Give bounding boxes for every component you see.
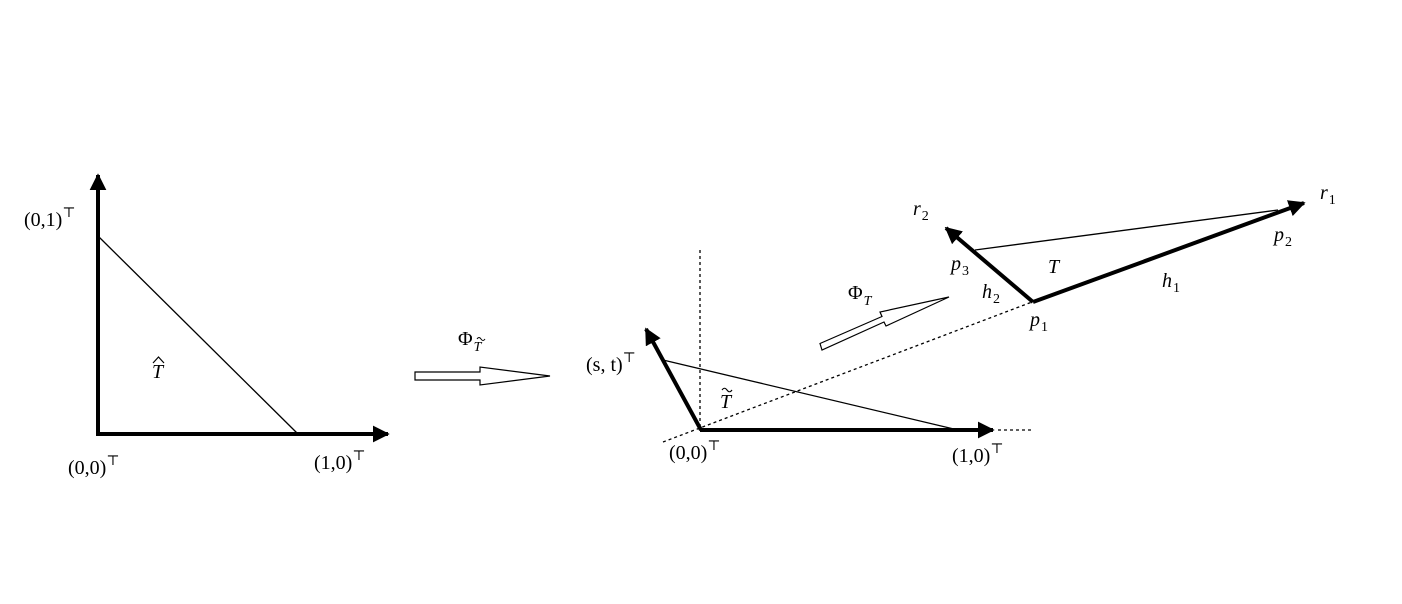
r2-arrow xyxy=(944,226,1035,304)
r1-arrow xyxy=(1032,200,1306,304)
diagonal-dotted-line xyxy=(662,301,1033,443)
svg-text:T: T xyxy=(720,391,733,413)
map1-label: ΦT xyxy=(458,328,483,355)
mid-e1-label: (1,0)⊤ xyxy=(952,442,1004,467)
tilde-accent xyxy=(721,387,733,393)
ref-e2-label: (0,1)⊤ xyxy=(24,206,76,231)
r2-label: r2 xyxy=(913,198,929,224)
mid-apex-arrow xyxy=(644,327,703,431)
p3-label: p3 xyxy=(949,253,969,279)
target-triangle-label: T xyxy=(1048,256,1061,278)
mid-origin-label: (0,0)⊤ xyxy=(669,439,721,464)
mid-apex-label: (s, t)⊤ xyxy=(586,351,636,376)
hollow-arrow-icon xyxy=(414,366,551,386)
r1-label: r1 xyxy=(1320,182,1336,208)
svg-text:T: T xyxy=(152,361,165,383)
ref-e1-label: (1,0)⊤ xyxy=(314,449,366,474)
reference-element: (0,1)⊤ (0,0)⊤ (1,0)⊤ T xyxy=(24,173,390,479)
tilde-accent xyxy=(476,337,486,341)
map2-label: ΦT xyxy=(848,282,873,309)
target-element: r1 r2 p2 p3 p1 h1 h2 T xyxy=(913,182,1336,335)
ref-hypotenuse xyxy=(97,235,299,435)
hat-accent xyxy=(152,356,165,364)
map-arrow-2: ΦT xyxy=(819,282,950,351)
p2-label: p2 xyxy=(1272,224,1292,250)
p1-label: p1 xyxy=(1028,309,1048,335)
map-arrow-1: ΦT xyxy=(414,328,551,386)
mid-hypotenuse xyxy=(662,359,959,431)
h1-label: h1 xyxy=(1162,270,1180,296)
target-edge-p3-p2 xyxy=(974,209,1279,251)
ref-triangle-label: T xyxy=(152,356,165,383)
h2-label: h2 xyxy=(982,281,1000,307)
intermediate-element: (s, t)⊤ (0,0)⊤ (1,0)⊤ T xyxy=(586,250,1033,467)
hollow-arrow-icon xyxy=(819,296,950,351)
mid-triangle-label: T xyxy=(720,387,733,413)
ref-origin-label: (0,0)⊤ xyxy=(68,454,120,479)
